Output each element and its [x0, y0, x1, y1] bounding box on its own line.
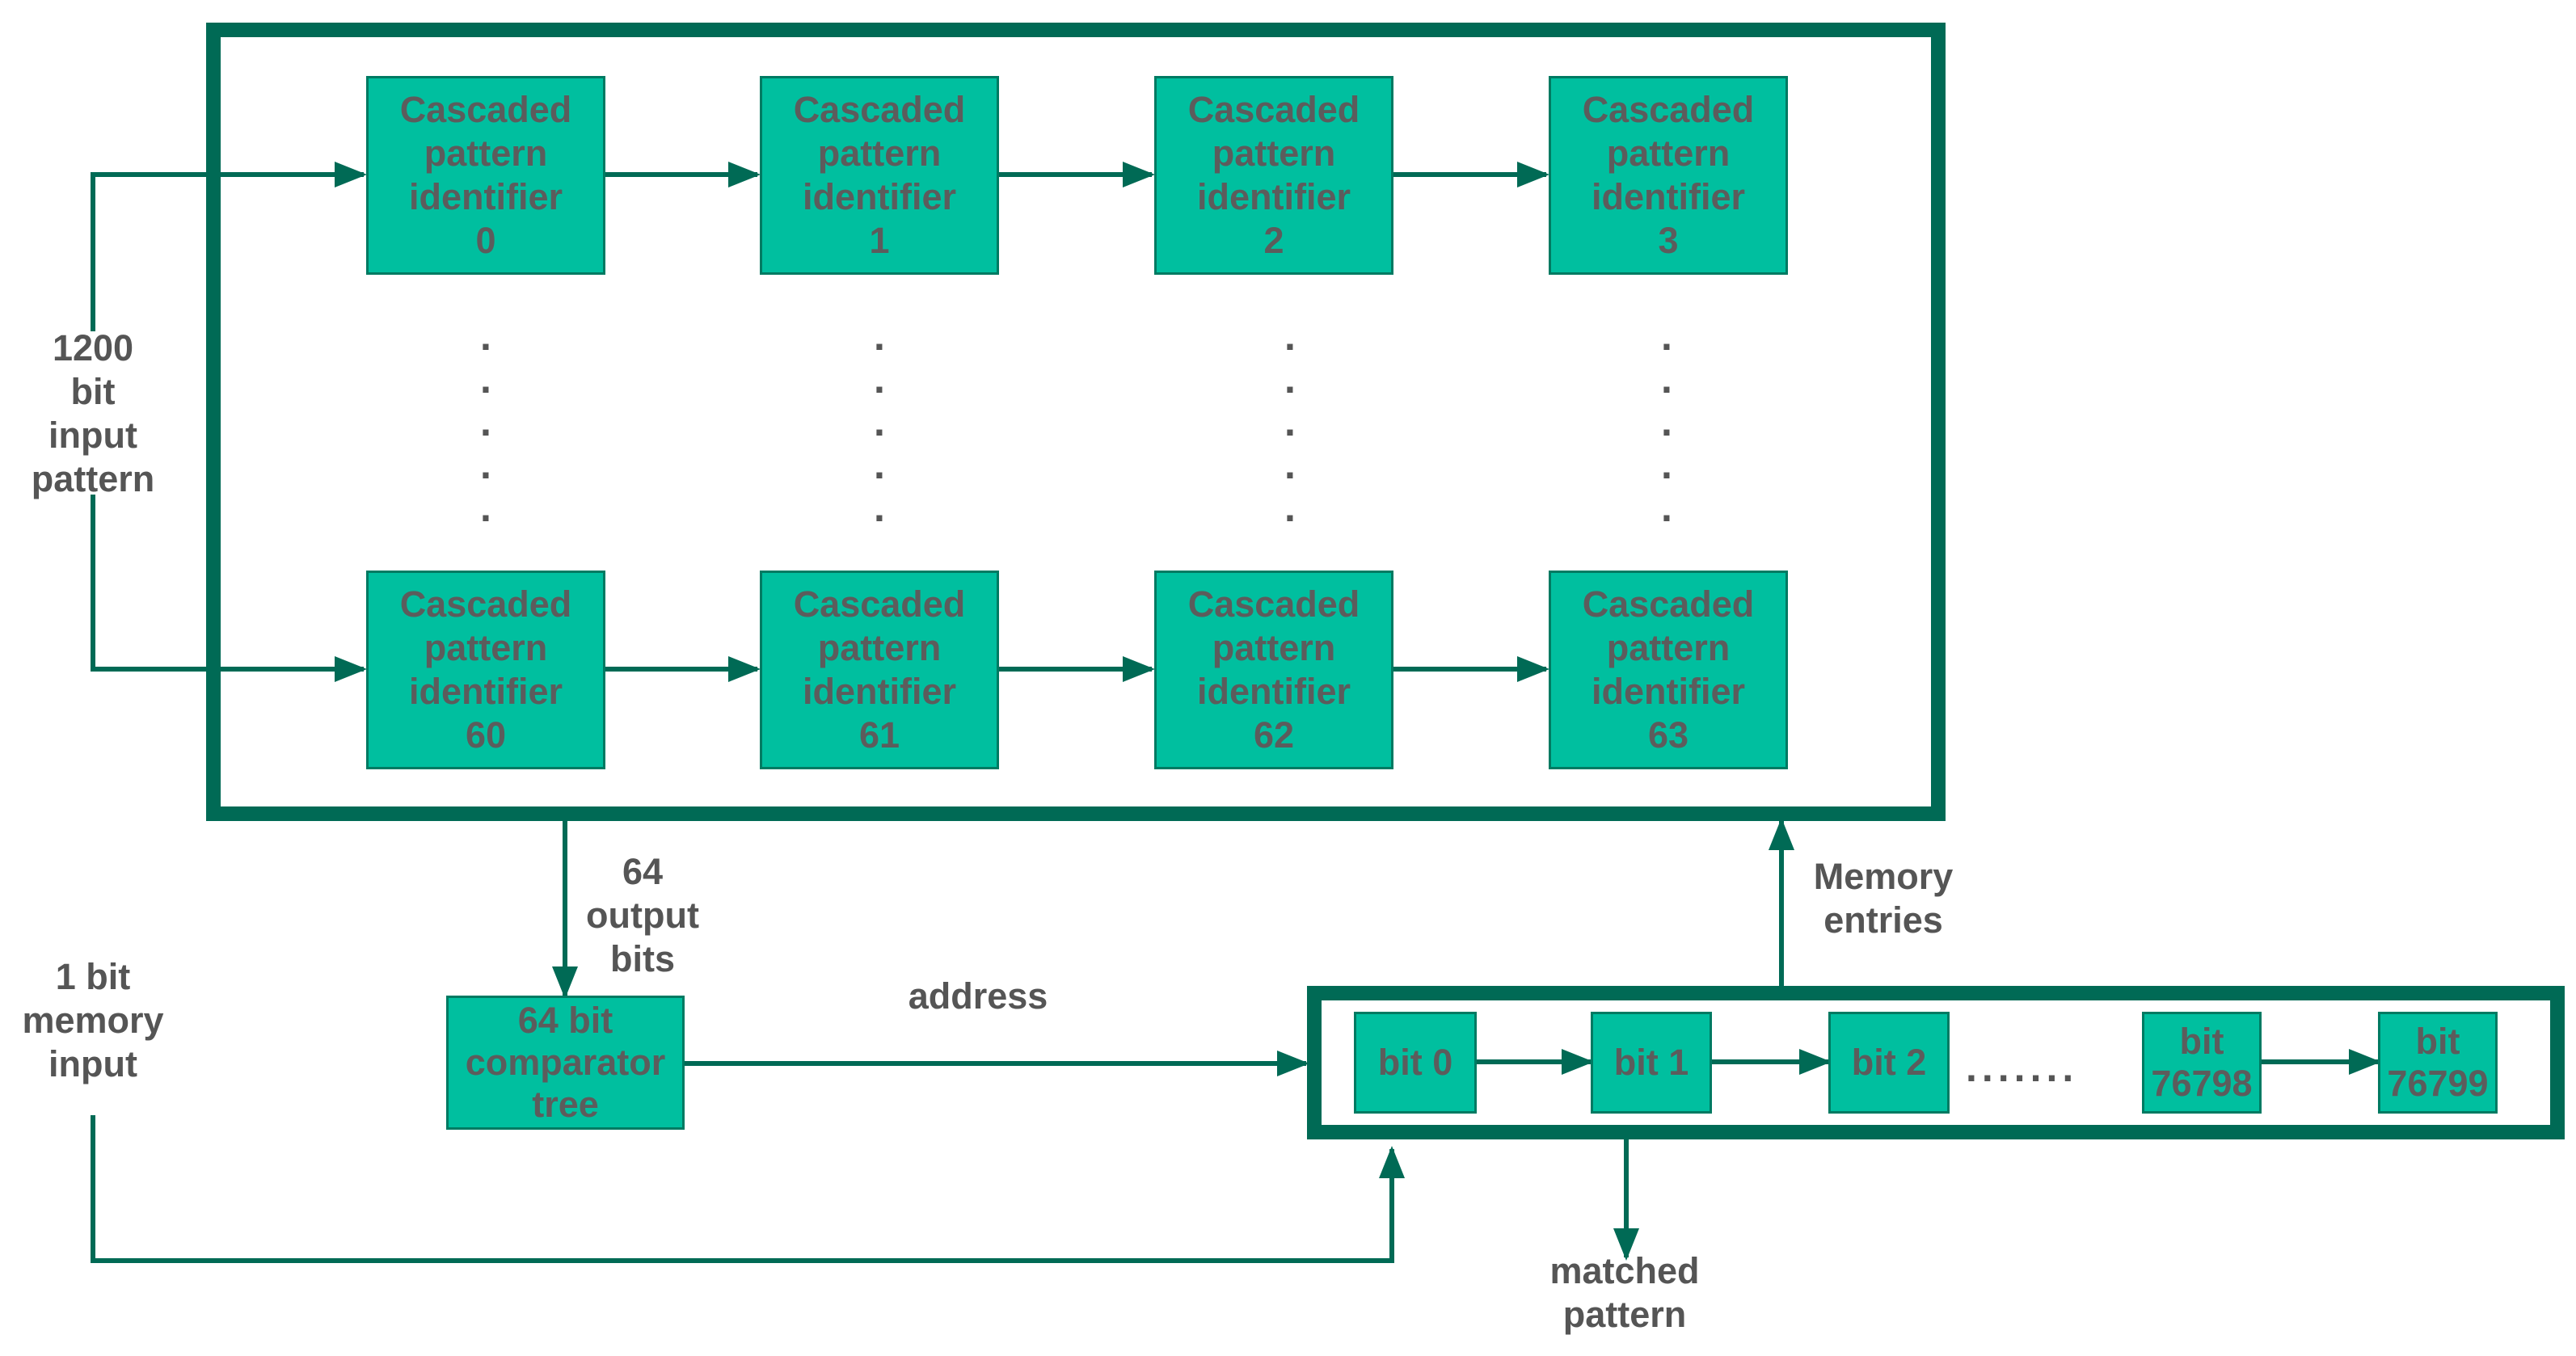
memory-input-wire: [91, 1115, 1405, 1263]
input-bus-bottom: [91, 495, 367, 682]
address-label: address: [908, 975, 1048, 1017]
vertical-ellipsis-col-2: .....: [1284, 314, 1296, 530]
vertical-ellipsis-col-0: .....: [480, 314, 491, 530]
vertical-ellipsis-col-1: .....: [874, 314, 885, 530]
input-bus-top: [91, 162, 367, 331]
memory-bit-2: bit 2: [1828, 1012, 1950, 1114]
memory-bit-0: bit 0: [1354, 1012, 1477, 1114]
identifier-array-frame: [206, 23, 1946, 821]
vertical-ellipsis-col-3: .....: [1661, 314, 1672, 530]
memory-bit-1: bit 1: [1591, 1012, 1712, 1114]
memory-frame: [1307, 986, 2565, 1139]
memory-ellipsis: .......: [1966, 1045, 2079, 1090]
